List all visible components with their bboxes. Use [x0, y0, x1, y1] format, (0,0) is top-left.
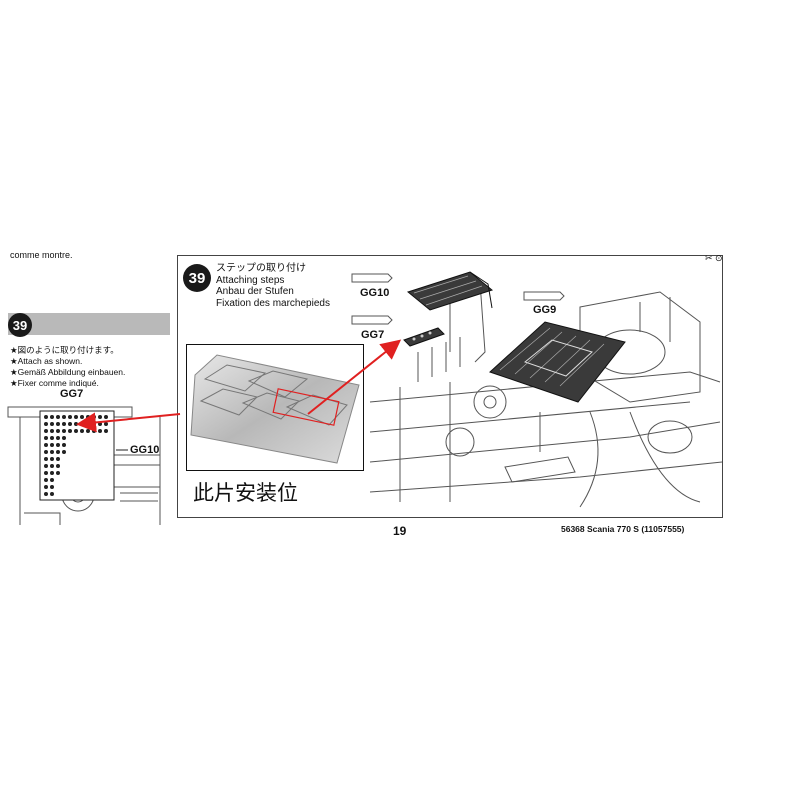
title-en: Attaching steps: [216, 274, 285, 286]
model-reference: 56368 Scania 770 S (11057555): [561, 524, 685, 534]
scissors-icon: ✂ ⊙: [705, 253, 723, 263]
instruction-en: ★Attach as shown.: [10, 356, 83, 366]
step-39-frame: [177, 255, 723, 518]
instruction-fr: ★Fixer comme indiqué.: [10, 378, 99, 388]
instruction-jp: ★図のように取り付けます。: [10, 345, 119, 355]
left-label-gg7: GG7: [60, 388, 84, 400]
main-step-number: 39: [183, 264, 211, 292]
left-step-number: 39: [8, 313, 32, 337]
main-chassis-drawing: [351, 271, 722, 508]
main-label-gg10: GG10: [360, 287, 390, 299]
inset-photo-box: [186, 344, 364, 471]
page-number: 19: [393, 524, 407, 538]
main-label-gg7: GG7: [361, 329, 385, 341]
inset-caption: 此片安装位: [193, 481, 298, 505]
instruction-de: ★Gemäß Abbildung einbauen.: [10, 367, 126, 377]
title-jp: ステップの取り付け: [216, 263, 306, 274]
step-title-block: ステップの取り付け Attaching steps Anbau der Stuf…: [216, 263, 330, 309]
fragment-text: comme montre.: [10, 250, 73, 260]
photo-etched-sheet: [190, 354, 360, 464]
title-de: Anbau der Stufen: [216, 286, 294, 297]
left-chassis-drawing: [7, 406, 161, 525]
main-label-gg9: GG9: [533, 304, 557, 316]
left-label-gg10: GG10: [130, 444, 160, 456]
step-header-bar: [8, 313, 170, 335]
title-fr: Fixation des marchepieds: [216, 297, 330, 309]
left-instructions: ★図のように取り付けます。 ★Attach as shown. ★Gemäß A…: [10, 345, 125, 389]
